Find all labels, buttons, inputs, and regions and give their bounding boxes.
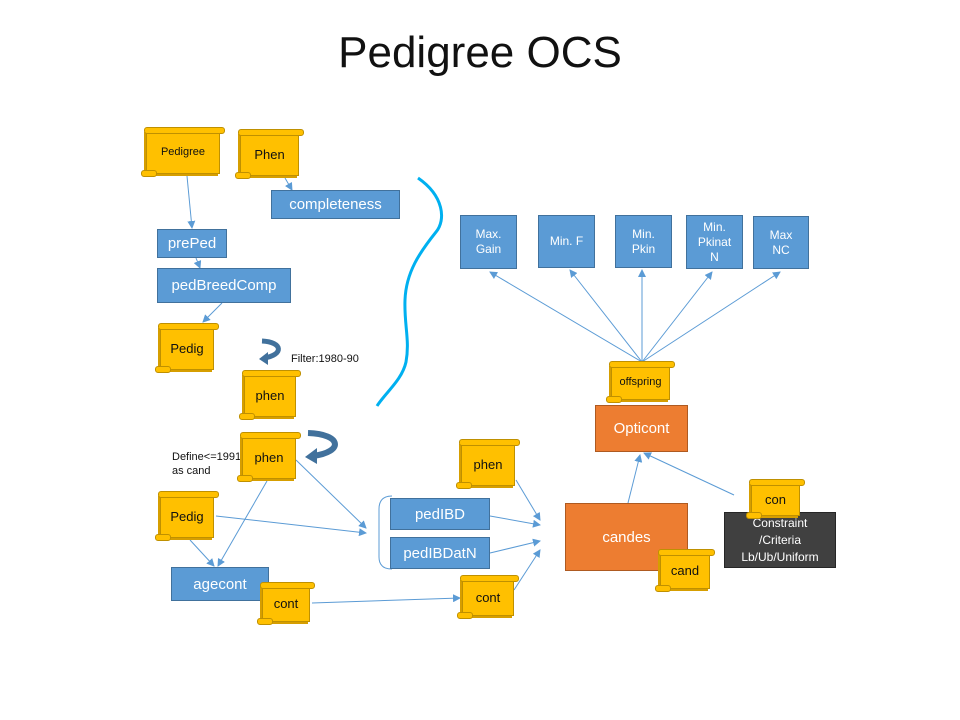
- wavy-divider-line: [375, 176, 444, 407]
- arrow-phen-bracket: [295, 459, 367, 529]
- filter-note: Filter:1980-90: [291, 353, 359, 365]
- offspring-scroll: offspring: [606, 361, 675, 403]
- arrow-preped-pedbreedcomp: [193, 257, 202, 269]
- arrow-offspring-maxnc: [641, 271, 781, 363]
- arrow-offspring-minf: [569, 269, 643, 363]
- max-gain-box: Max. Gain: [460, 215, 517, 269]
- arrow-pedbreedcomp-pedig: [202, 302, 223, 323]
- pedbreedcomp-box: pedBreedComp: [157, 268, 291, 303]
- preped-box: prePed: [157, 229, 227, 258]
- constraint-box: Constraint /Criteria Lb/Ub/Uniform: [724, 512, 836, 568]
- phen-scroll-right: phen: [456, 439, 520, 489]
- arrow-pedig-bracket: [215, 515, 367, 537]
- cont-scroll-right: cont: [457, 575, 519, 619]
- arrow-candes-opticont: [627, 454, 643, 504]
- con-scroll: con: [746, 479, 805, 519]
- arrow-constraint-opticont: [643, 452, 735, 496]
- max-nc-box: Max NC: [753, 216, 809, 269]
- curved-arrow-define-icon: [307, 430, 338, 459]
- phen-scroll-filtered: phen: [239, 370, 301, 420]
- curved-arrow-filter-icon: [261, 338, 281, 361]
- min-pkinatn-box: Min. Pkinat N: [686, 215, 743, 269]
- arrow-phen-candes: [515, 479, 541, 521]
- curved-arrow-filter-head-icon: [259, 352, 268, 365]
- candes-box: candes: [565, 503, 688, 571]
- arrow-pedigree-preped: [186, 175, 196, 229]
- arrow-pedibdatn-candes: [489, 538, 541, 554]
- min-f-box: Min. F: [538, 215, 595, 268]
- cand-scroll: cand: [655, 549, 715, 592]
- min-pkin-box: Min. Pkin: [615, 215, 672, 268]
- arrow-phen-completeness: [284, 177, 293, 191]
- pedig-scroll-bottom: Pedig: [155, 491, 219, 541]
- define-note: Define<=1991 as cand: [172, 451, 242, 477]
- phen-scroll: Phen: [235, 129, 304, 179]
- arrow-cont-cont: [311, 594, 461, 604]
- cont-scroll-left: cont: [257, 582, 315, 625]
- pedigree-scroll: Pedigree: [141, 127, 225, 177]
- arrow-pedig-agecont: [189, 539, 215, 567]
- arrow-phen-agecont: [217, 480, 268, 567]
- phen-scroll-cand: phen: [237, 432, 301, 482]
- arrow-offspring-minpkinatn: [641, 271, 713, 363]
- pedig-scroll: Pedig: [155, 323, 219, 373]
- completeness-box: completeness: [271, 190, 400, 219]
- opticont-box: Opticont: [595, 405, 688, 452]
- page-title: Pedigree OCS: [338, 28, 622, 77]
- arrow-pedibd-candes: [489, 515, 541, 528]
- pedibdatn-box: pedIBDatN: [390, 537, 490, 569]
- pedibd-box: pedIBD: [390, 498, 490, 530]
- agecont-box: agecont: [171, 567, 269, 601]
- curved-arrow-define-head-icon: [305, 448, 317, 464]
- bracket-brace: [378, 495, 393, 570]
- arrow-offspring-maxgain: [489, 271, 643, 363]
- arrow-cont-candes: [513, 549, 541, 591]
